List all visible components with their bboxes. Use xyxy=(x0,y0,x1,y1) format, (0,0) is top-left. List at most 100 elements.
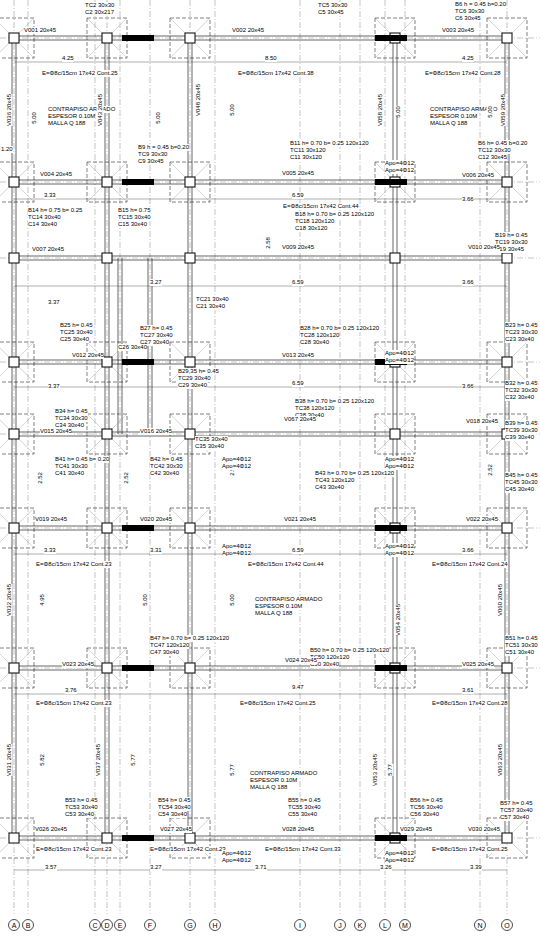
plan-label: Apo=4Φ12 xyxy=(385,160,414,167)
plan-label: TC21 30x40 xyxy=(196,296,229,303)
plan-label: V001 20x45 xyxy=(24,27,56,34)
plan-label: V031 20x45 xyxy=(6,744,13,776)
plan-label: 3.66 xyxy=(462,547,474,554)
plan-label: TC42 30x30 xyxy=(150,463,183,470)
plan-label: 5.00 xyxy=(229,594,236,606)
plan-label: C28 30x40 xyxy=(300,339,329,346)
plan-label: TC12 30x30 xyxy=(478,147,511,154)
axis-letter: O xyxy=(504,922,509,929)
plan-label: CONTRAPISO ARMADO xyxy=(48,106,115,113)
plan-label: CONTRAPISO ARMADO xyxy=(255,596,322,603)
plan-label: B28 h= 0.70 b= 0.25 120x120 xyxy=(300,325,379,332)
plan-label: Apo=4Φ12 xyxy=(222,850,251,857)
plan-label: 5.00 xyxy=(155,112,162,124)
plan-label: 9.47 xyxy=(292,684,304,691)
plan-label: V004 20x45 xyxy=(40,171,72,178)
plan-label: Apo=4Φ12 xyxy=(385,850,414,857)
plan-label: C15 30x40 xyxy=(118,221,147,228)
plan-label: E=Φ8c/15cm 17x42 Cont.23 xyxy=(150,846,226,853)
plan-label: 3.27 xyxy=(150,864,162,871)
plan-label: TC38 120x120 xyxy=(295,405,334,412)
plan-label: 3.33 xyxy=(44,192,56,199)
plan-label: V026 20x45 xyxy=(35,826,67,833)
plan-label: C6 30x45 xyxy=(455,15,481,22)
plan-label: E=Φ8c/15cm 17x42 Cont.44 xyxy=(283,203,359,210)
plan-label: E=Φ8c/15cm 17x42 Cont.28 xyxy=(432,700,508,707)
plan-label: 3.31 xyxy=(150,547,162,554)
axis-letter: A xyxy=(12,922,17,929)
plan-label: 2.52 xyxy=(123,472,130,484)
plan-label: C12 30x45 xyxy=(478,154,507,161)
plan-label: B55 h= 0.45 xyxy=(288,797,321,804)
plan-label: 3.76 xyxy=(65,687,77,694)
plan-label: TC5 30x30 xyxy=(318,2,347,9)
plan-label: B15 h= 0.75 xyxy=(118,207,151,214)
plan-label: Apo=4Φ12 xyxy=(222,543,251,550)
plan-label: B9 h = 0.45 b=0.20 xyxy=(138,144,189,151)
plan-label: TC14 30x40 xyxy=(28,214,61,221)
plan-label: B50 h= 0.70 b= 0.25 120x120 xyxy=(310,647,389,654)
plan-label: B18 h= 0.70 b= 0.25 120x120 xyxy=(295,211,374,218)
plan-label: B51 h= 0.45 xyxy=(505,635,538,642)
plan-label: V018 20x45 xyxy=(466,418,498,425)
plan-label: C9 30x45 xyxy=(138,158,164,165)
plan-label: 3.66 xyxy=(462,383,474,390)
plan-label: 2.52 xyxy=(37,472,44,484)
plan-label: B39 h= 0.45 xyxy=(505,420,538,427)
plan-label: TC41 30x30 xyxy=(55,463,88,470)
plan-label: C43 30x40 xyxy=(315,484,344,491)
plan-label: TC23 30x30 xyxy=(505,329,538,336)
axis-letter: G xyxy=(187,922,192,929)
plan-label: B11 h= 0.70 b= 0.25 120x120 xyxy=(290,140,369,147)
plan-label: B45 h= 0.45 xyxy=(505,472,538,479)
plan-label: TC29 30x40 xyxy=(178,375,211,382)
plan-label: 5.82 xyxy=(39,754,46,766)
plan-label: 5.00 xyxy=(229,104,236,116)
plan-label: V012 20x45 xyxy=(72,352,104,359)
plan-label: B54 h= 0.45 xyxy=(158,797,191,804)
plan-label: V054 20x45 xyxy=(395,604,402,636)
plan-label: ESPESOR 0.10M xyxy=(430,113,477,120)
plan-label: Apo=4Φ12 xyxy=(222,456,251,463)
plan-label: V016 20x45 xyxy=(140,428,172,435)
axis-letter: C xyxy=(92,922,97,929)
plan-label: TC57 30x40 xyxy=(500,807,533,814)
axis-letter: H xyxy=(212,922,217,929)
plan-label: B38 h= 0.70 b= 0.25 120x120 xyxy=(295,398,374,405)
plan-label: 4.95 xyxy=(39,594,46,606)
plan-label: B25 h= 0.45 xyxy=(60,322,93,329)
plan-label: TC27 30x40 xyxy=(140,332,173,339)
plan-label: 5.77 xyxy=(130,754,137,766)
plan-label: TC15 30x40 xyxy=(118,214,151,221)
plan-label: V021 20x45 xyxy=(284,516,316,523)
plan-label: B14 h= 0.75 b= 0.25 xyxy=(28,207,82,214)
plan-label: 3.33 xyxy=(44,547,56,554)
plan-label: E=Φ8c/15cm 17x42 Cont.33 xyxy=(265,846,341,853)
plan-label: B23 h= 0.45 xyxy=(505,322,538,329)
plan-label: C54 30x40 xyxy=(158,811,187,818)
plan-label: 8.50 xyxy=(265,55,277,62)
plan-label: TC9 30x30 xyxy=(138,151,167,158)
plan-label: V003 20x45 xyxy=(442,27,474,34)
plan-label: V027 20x45 xyxy=(160,826,192,833)
plan-label: E=Φ8c/15cm 17x42 Cont.25 xyxy=(240,700,316,707)
plan-label: TC25 30x40 xyxy=(60,329,93,336)
plan-label: V028 20x45 xyxy=(282,826,314,833)
plan-label: 5.00 xyxy=(142,594,149,606)
plan-label: Apo=4Φ12 xyxy=(385,357,414,364)
plan-label: 6.59 xyxy=(292,279,304,286)
plan-label: TC28 120x120 xyxy=(300,332,339,339)
plan-label: B47 h= 0.70 b= 0.25 120x120 xyxy=(150,635,229,642)
plan-label: TC54 30x40 xyxy=(158,804,191,811)
plan-label: V029 20x45 xyxy=(400,826,432,833)
plan-label: B53 h= 0.45 xyxy=(65,797,98,804)
plan-label: C18 30x120 xyxy=(295,225,327,232)
plan-label: C21 30x40 xyxy=(196,303,225,310)
plan-label: TC43 120x120 xyxy=(315,477,354,484)
plan-label: Apo=4Φ12 xyxy=(385,463,414,470)
plan-label: C55 30x40 xyxy=(288,811,317,818)
plan-label: TC55 30x40 xyxy=(288,804,321,811)
plan-label: 4.25 xyxy=(62,55,74,62)
plan-label: Apo=4Φ12 xyxy=(222,463,251,470)
plan-label: Apo=4Φ12 xyxy=(385,550,414,557)
